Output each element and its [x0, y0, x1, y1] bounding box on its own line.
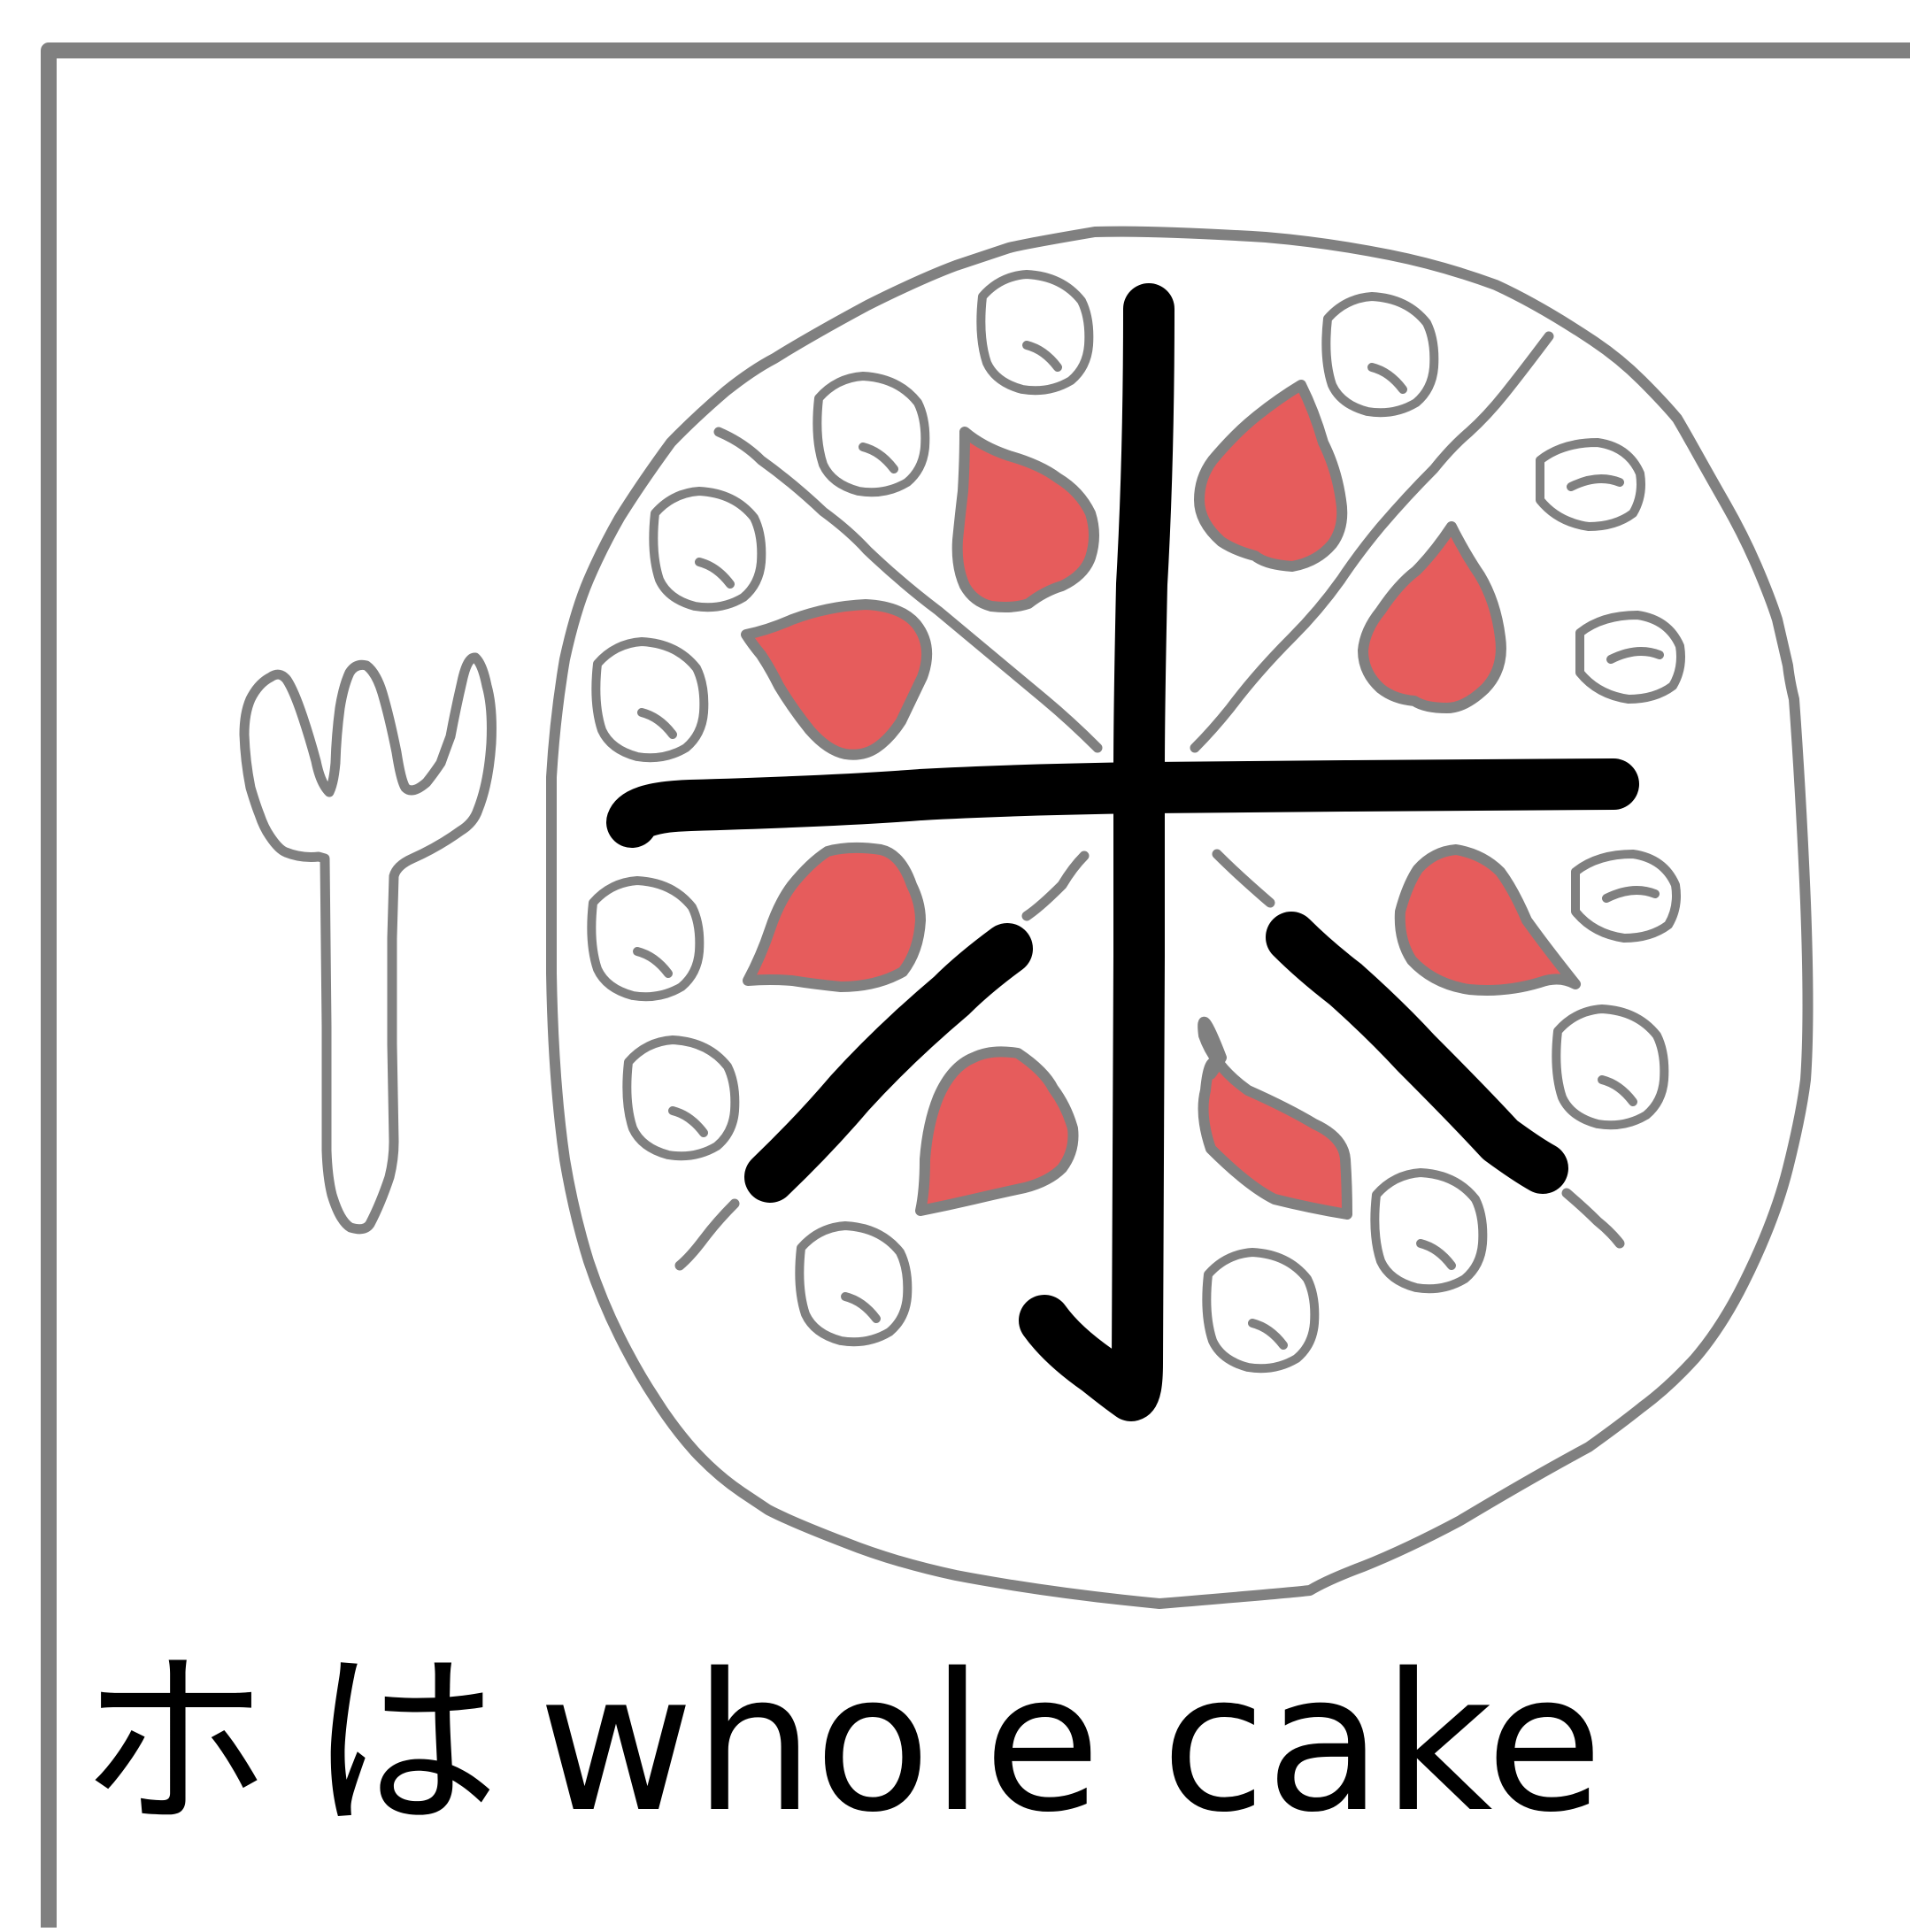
- strawberry-icon: [1358, 521, 1506, 713]
- cream-swirl-icon: [1571, 850, 1681, 943]
- fork-icon: [239, 652, 497, 1235]
- cream-swirl-icon: [591, 637, 709, 763]
- cream-swirl-icon: [1575, 611, 1685, 704]
- cream-swirl-icon: [649, 487, 766, 612]
- strawberry-icon: [1198, 1016, 1352, 1220]
- cream-swirl-icon: [976, 270, 1094, 396]
- strawberry-icon: [741, 599, 933, 760]
- caption-particle-ha: は: [309, 1632, 508, 1854]
- cream-swirl-icon: [622, 1035, 740, 1161]
- cream-swirl-icon: [587, 876, 705, 1002]
- caption-word: whole cake: [538, 1632, 1604, 1854]
- cream-swirl-icon: [1552, 1004, 1669, 1130]
- strawberry-icon: [743, 842, 926, 992]
- kana-ho-glyph: [606, 283, 1639, 1421]
- strawberry-icon: [1394, 844, 1581, 996]
- cream-swirl-icon: [1370, 1168, 1488, 1294]
- cream-swirl-icon: [1202, 1248, 1320, 1374]
- card-frame: [41, 42, 1910, 1928]
- strawberry-icon: [915, 1046, 1079, 1216]
- cream-swirls: [587, 270, 1685, 1374]
- cream-swirl-icon: [1536, 438, 1645, 531]
- caption-kana-ho: ホ: [80, 1632, 279, 1854]
- whole-cake-icon: [546, 226, 1814, 1609]
- slice-lines: [674, 331, 1625, 1271]
- cream-swirl-icon: [795, 1221, 913, 1347]
- strawberry-icon: [951, 427, 1099, 612]
- cream-swirl-icon: [1321, 292, 1439, 418]
- strawberries: [741, 380, 1581, 1220]
- cream-swirl-icon: [813, 372, 930, 497]
- strawberry-icon: [1194, 380, 1348, 572]
